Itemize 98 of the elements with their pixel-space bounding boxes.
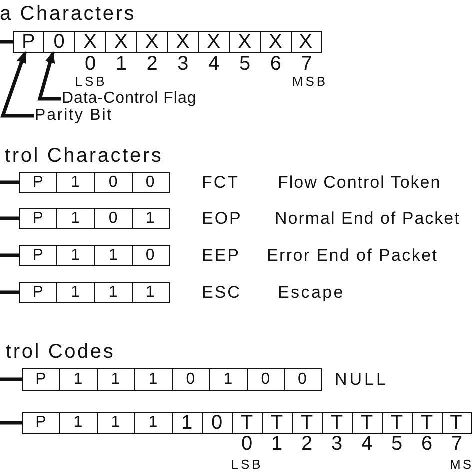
bit-cell: 0	[94, 209, 132, 228]
bit-cell: 0	[172, 369, 209, 390]
bit-index: 7	[301, 54, 312, 74]
code-abbreviation: EOP	[202, 208, 242, 228]
bit-cell: P	[14, 32, 44, 52]
bit-cell: P	[20, 283, 56, 302]
bit-cell: X	[260, 32, 291, 52]
bit-index: 6	[270, 54, 282, 74]
bit-cell: P	[20, 209, 56, 228]
leader-label: Parity Bit	[35, 107, 114, 125]
bit-cell: P	[23, 369, 59, 390]
connector-line	[0, 40, 13, 44]
bit-index: 2	[301, 434, 313, 454]
bit-index: 4	[208, 54, 220, 74]
bit-cell: 1	[172, 413, 202, 433]
bit-cell: T	[262, 413, 292, 433]
bit-cell: P	[20, 173, 56, 192]
bit-field-frame	[19, 172, 170, 193]
code-abbreviation: FCT	[202, 172, 240, 192]
bit-cell: 1	[209, 369, 246, 390]
bit-index: 7	[451, 434, 463, 454]
bit-field-frame	[19, 282, 170, 303]
connector-line	[0, 216, 19, 220]
bit-field-frame	[22, 368, 322, 391]
bit-index: 0	[241, 434, 253, 454]
bit-cell: 1	[56, 173, 94, 192]
bit-cell: 0	[246, 369, 284, 390]
code-description: Flow Control Token	[278, 172, 442, 192]
bit-order-label: MS	[450, 458, 474, 470]
bit-cell: T	[232, 413, 262, 433]
bit-cell: 0	[132, 246, 168, 265]
bit-cell: 1	[94, 283, 132, 302]
bit-cell: X	[74, 32, 106, 52]
bit-cell: X	[105, 32, 136, 52]
bit-index: 5	[391, 434, 403, 454]
bit-cell: X	[167, 32, 198, 52]
bit-cell: 0	[43, 32, 74, 52]
bit-cell: 1	[56, 209, 94, 228]
bit-index: 6	[421, 434, 433, 454]
bit-cell: X	[228, 32, 260, 52]
bit-cell: 1	[94, 246, 132, 265]
bit-cell: 1	[96, 369, 134, 390]
bit-index: 3	[178, 54, 189, 74]
bit-field-frame	[22, 412, 472, 434]
connector-line	[0, 254, 19, 258]
bit-cell: 0	[132, 173, 168, 192]
bit-cell: 1	[56, 283, 94, 302]
section-heading: trol Codes	[6, 342, 116, 362]
bit-cell: T	[292, 413, 322, 433]
leader-arrow	[0, 51, 34, 118]
bit-cell: 0	[202, 413, 232, 433]
bit-index: 4	[361, 434, 373, 454]
connector-line	[0, 378, 22, 382]
bit-cell: 1	[56, 246, 94, 265]
bit-index: 3	[331, 434, 343, 454]
bit-index: 0	[84, 54, 96, 74]
bit-index: 5	[239, 54, 251, 74]
bit-field-frame	[19, 245, 170, 266]
bit-cell: 0	[94, 173, 132, 192]
bit-index: 1	[271, 434, 283, 454]
bit-cell: 1	[134, 413, 172, 433]
bit-order-label: LSB	[230, 458, 264, 470]
bit-cell: 1	[132, 209, 168, 228]
code-description: Error End of Packet	[267, 246, 438, 266]
bit-cell: T	[352, 413, 382, 433]
bit-cell: 1	[134, 369, 172, 390]
bit-cell: 1	[59, 413, 96, 433]
bit-cell: T	[322, 413, 352, 433]
section-heading: trol Characters	[5, 146, 164, 166]
code-abbreviation: EEP	[202, 246, 241, 266]
bit-index: 1	[116, 54, 127, 74]
bit-cell: 0	[284, 369, 320, 390]
bit-cell: X	[290, 32, 320, 52]
bit-cell: T	[412, 413, 442, 433]
bit-order-label: MSB	[291, 74, 328, 88]
leader-arrow	[38, 51, 61, 101]
code-description: Escape	[278, 282, 345, 302]
bit-field-frame	[19, 208, 170, 229]
bit-cell: T	[442, 413, 470, 433]
bit-order-label: LSB	[74, 74, 108, 88]
bit-index: 2	[146, 54, 158, 74]
bit-cell: T	[382, 413, 412, 433]
bit-cell: 1	[132, 283, 168, 302]
bit-cell: X	[198, 32, 229, 52]
bit-cell: P	[23, 413, 59, 433]
code-description: Normal End of Packet	[275, 208, 460, 228]
connector-line	[0, 421, 22, 425]
connector-line	[0, 290, 19, 294]
connector-line	[0, 180, 19, 184]
code-abbreviation: NULL	[335, 370, 388, 390]
bit-cell: X	[136, 32, 167, 52]
bit-cell: P	[20, 246, 56, 265]
leader-label: Data-Control Flag	[62, 90, 197, 108]
code-abbreviation: ESC	[202, 282, 242, 302]
bit-field-frame	[13, 31, 322, 53]
bit-cell: 1	[59, 369, 96, 390]
bit-cell: 1	[96, 413, 134, 433]
section-heading: a Characters	[0, 4, 136, 24]
